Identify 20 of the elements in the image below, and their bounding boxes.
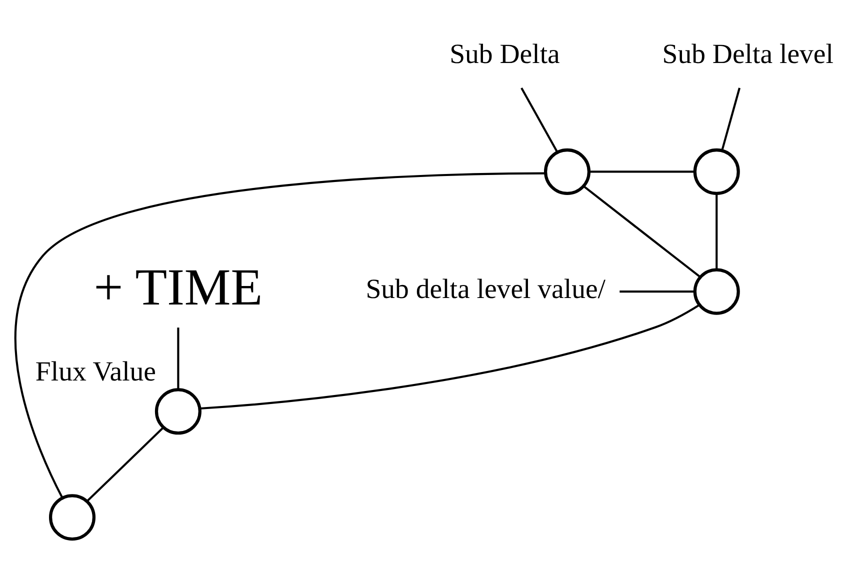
connector (620, 290, 695, 293)
connector (14, 172, 546, 498)
node-text: Sub delta level value/ (366, 274, 606, 306)
connector (520, 87, 558, 153)
connector (86, 426, 164, 502)
node-circle (544, 148, 591, 195)
node-circle (48, 494, 96, 541)
connector (177, 328, 180, 390)
node-text: + TIME (94, 260, 263, 317)
node-circle (154, 388, 202, 435)
connector (583, 186, 701, 278)
node-circle (693, 148, 740, 195)
node-circle (693, 268, 740, 315)
node-text: Sub Delta level (662, 38, 834, 70)
connector (200, 304, 700, 410)
connector (721, 88, 741, 150)
connector (716, 194, 718, 270)
node-text: Sub Delta (450, 38, 560, 70)
node-label: Flux Value (35, 356, 156, 388)
connector (589, 170, 695, 173)
